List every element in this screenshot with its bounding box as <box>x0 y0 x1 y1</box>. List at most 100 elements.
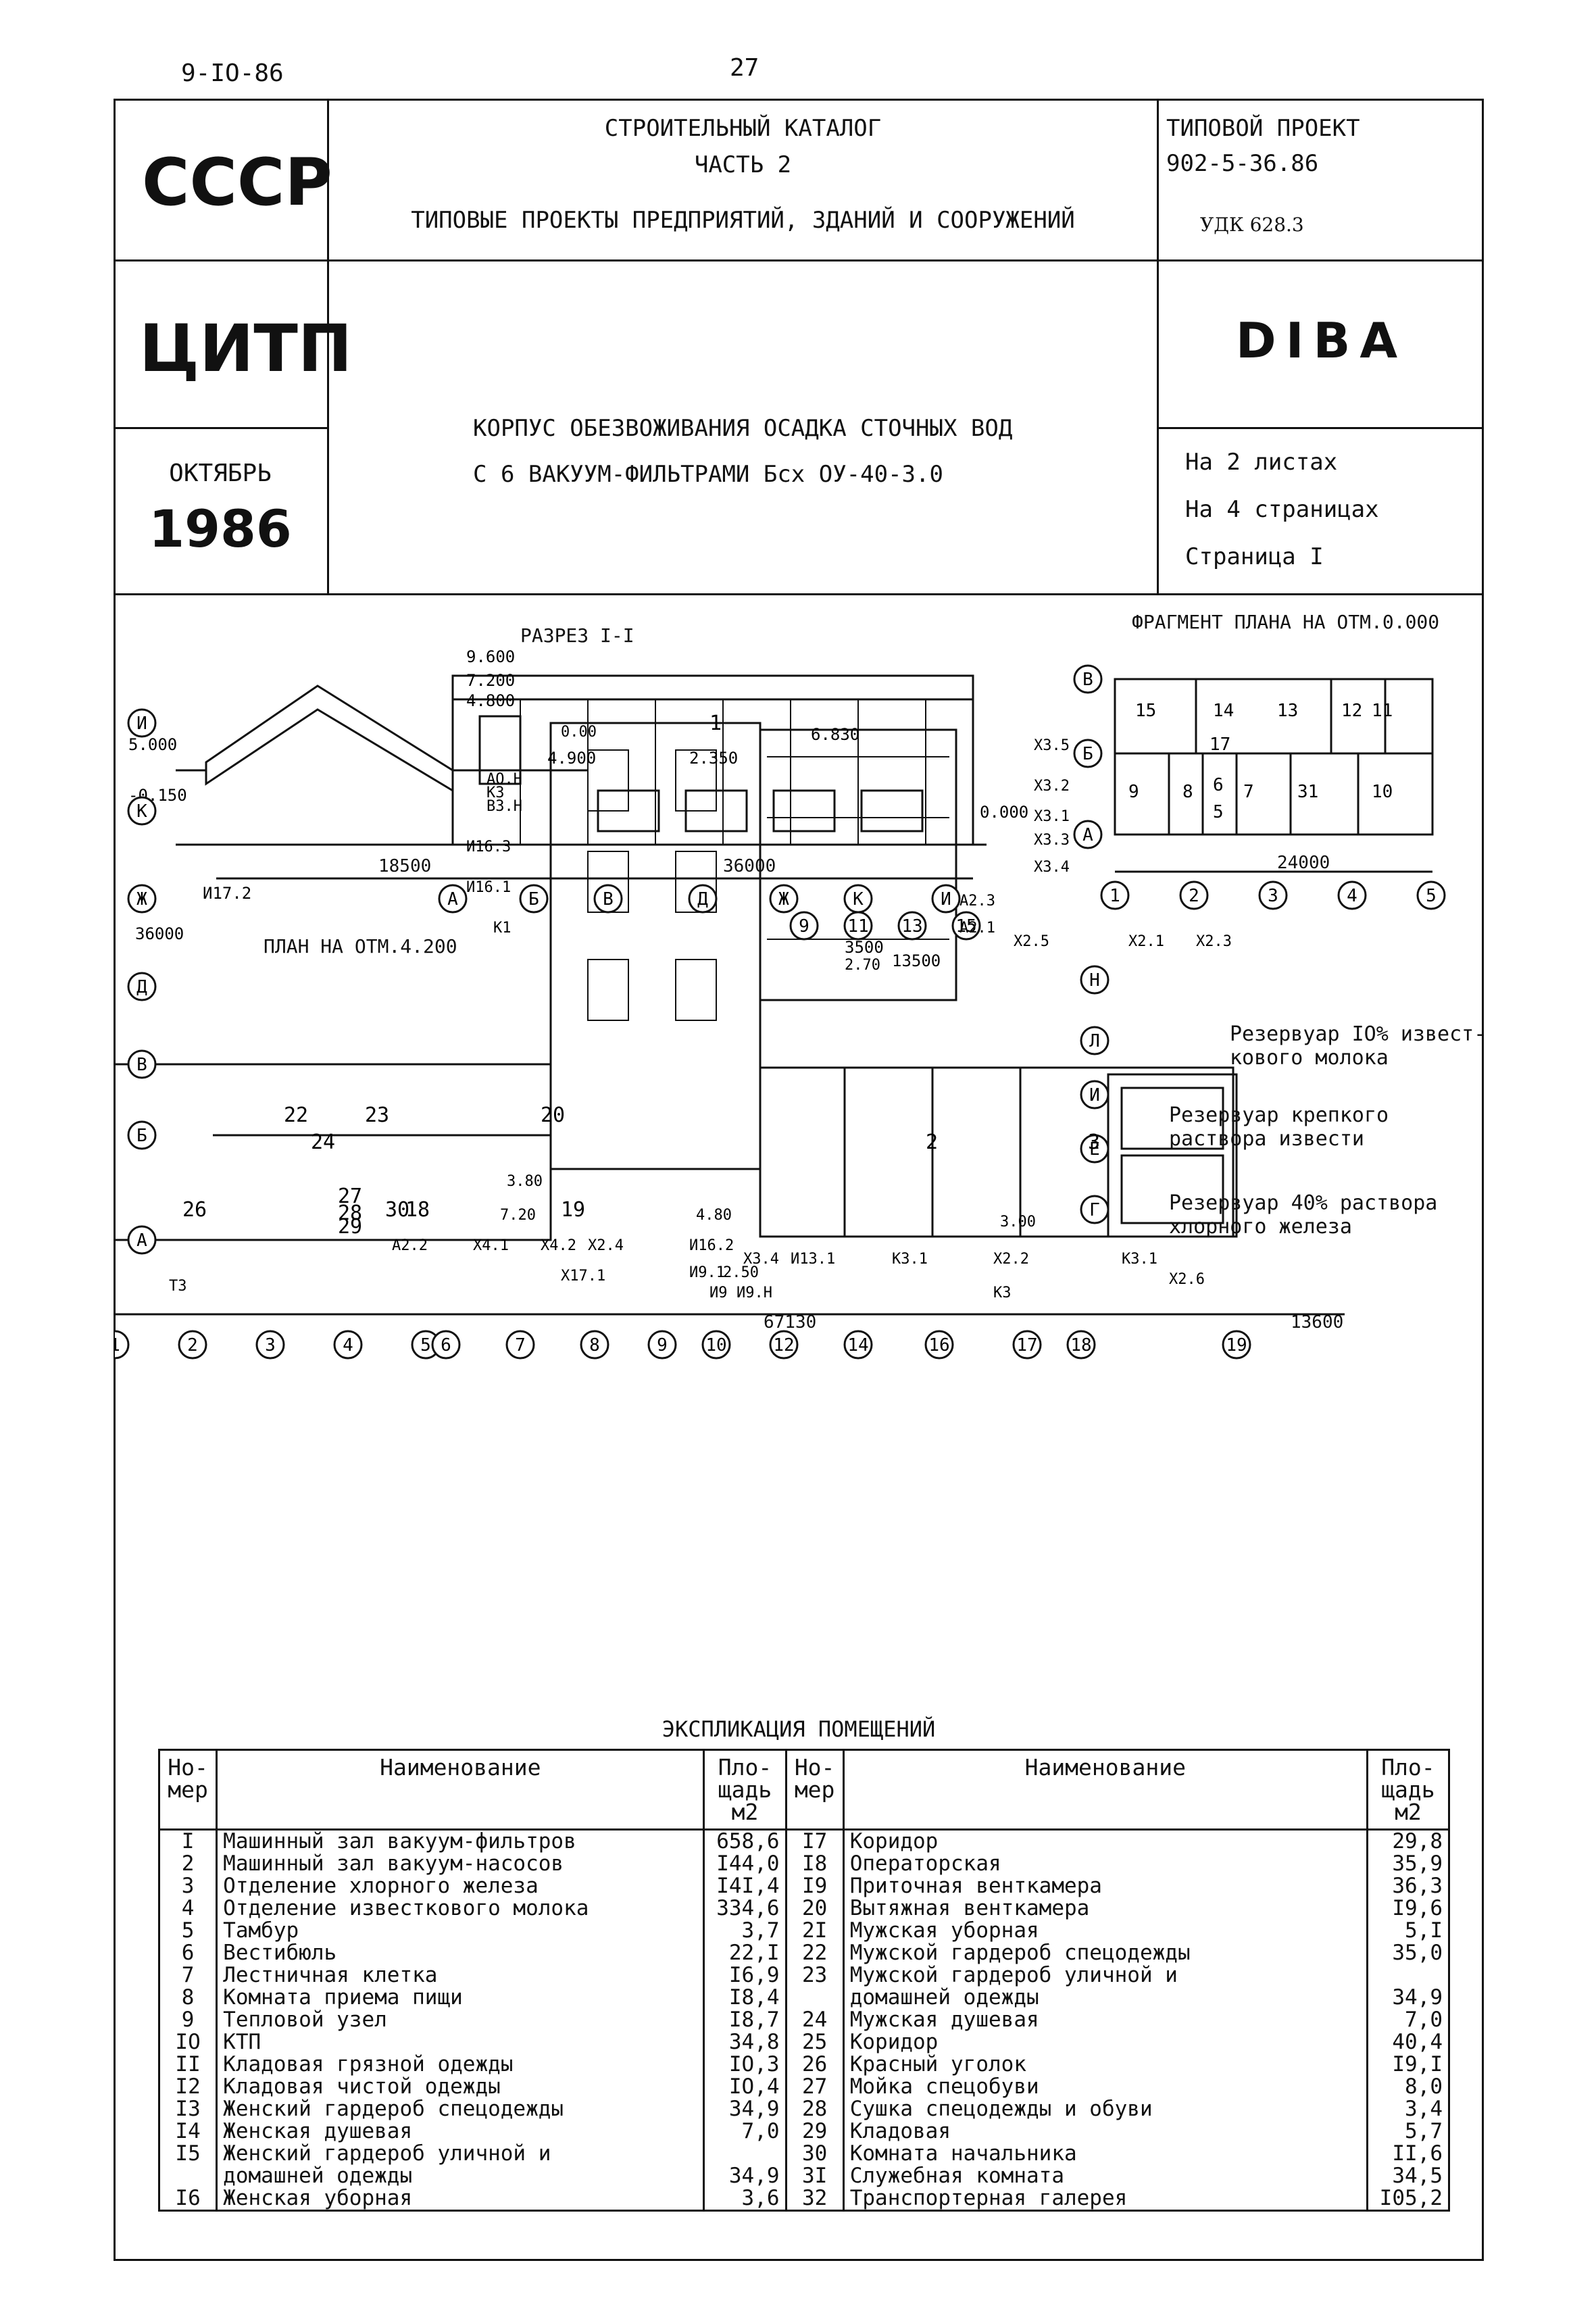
svg-text:1: 1 <box>1109 886 1120 906</box>
level-mark: 4.900 <box>547 749 596 768</box>
fragment-row-bubble: А <box>1073 820 1103 849</box>
svg-text:8: 8 <box>589 1335 600 1355</box>
svg-text:4: 4 <box>1347 886 1357 906</box>
svg-text:Е: Е <box>1089 1139 1100 1160</box>
plan-level-mark: 7.20 <box>500 1207 536 1224</box>
plan-room-number: 1 <box>709 712 722 735</box>
plan-room-number: 19 <box>561 1198 585 1222</box>
svg-text:Ж: Ж <box>778 889 789 910</box>
pipe-tag: И16.1 <box>466 879 511 896</box>
pipe-tag: Х4.2 <box>541 1237 576 1254</box>
plan-level-mark: 2.70 <box>845 957 880 974</box>
level-mark: 5.000 <box>128 735 177 754</box>
plan-top-col-bubble: 15 <box>951 911 981 941</box>
svg-text:1: 1 <box>115 1335 120 1355</box>
explication-table: Но- мер Наименование Пло- щадь м2 Но- ме… <box>157 1749 1451 2212</box>
plan-room-number: 2 <box>926 1130 938 1154</box>
plan-dim-3500: 3500 <box>845 938 884 957</box>
svg-text:Б: Б <box>528 889 539 910</box>
svg-text:Д: Д <box>697 889 708 910</box>
svg-text:И: И <box>941 889 951 910</box>
svg-text:В: В <box>603 889 614 910</box>
pipe-tag: Т3 <box>169 1278 187 1295</box>
plan-col-bubble: 9 <box>647 1330 677 1360</box>
pipe-tag: Х2.5 <box>1014 933 1049 950</box>
month-label: ОКТЯБРЬ <box>169 459 272 487</box>
project-label: ТИПОВОЙ ПРОЕКТ <box>1166 115 1360 142</box>
svg-text:10: 10 <box>705 1335 726 1355</box>
section-axis-bubble: В <box>593 884 623 914</box>
year-label: 1986 <box>149 499 292 559</box>
dim-36000: 36000 <box>723 856 776 876</box>
level-mark: 4.800 <box>466 691 515 710</box>
pipe-tag: Х2.3 <box>1196 933 1232 950</box>
section-tag: И17.2 <box>203 884 251 903</box>
pipe-tag: Х2.1 <box>1128 933 1164 950</box>
plan-col-bubble: 18 <box>1066 1330 1096 1360</box>
plan-room-number: 24 <box>311 1130 335 1154</box>
plan-room-number: 26 <box>182 1198 207 1222</box>
pipe-tag: К3.1 <box>1122 1251 1157 1268</box>
catalog-line3: ТИПОВЫЕ ПРОЕКТЫ ПРЕДПРИЯТИЙ, ЗДАНИЙ И СО… <box>411 207 1075 234</box>
dim-18500: 18500 <box>378 856 431 876</box>
svg-text:К: К <box>136 801 147 822</box>
fragment-dim: 24000 <box>1277 853 1330 873</box>
col-area-left: Пло- щадь м2 <box>703 1749 787 1831</box>
note-1: Резервуар IO% извест- <box>1230 1022 1482 1046</box>
explication-title: ЭКСПЛИКАЦИЯ ПОМЕЩЕНИЙ <box>662 1716 936 1742</box>
fragment-plan <box>1114 678 1434 873</box>
level-mark: 9.600 <box>466 647 515 666</box>
plan-row-bubble: Д <box>127 972 157 1001</box>
level-mark: 7.200 <box>466 671 515 690</box>
svg-text:5: 5 <box>1426 886 1437 906</box>
plan-row-bubble: Б <box>127 1120 157 1150</box>
pipe-tag: АО.Н <box>487 771 522 788</box>
svg-text:Д: Д <box>136 977 147 997</box>
fragment-room-number: 11 <box>1372 701 1393 721</box>
pipe-tag: Х3.3 <box>1034 832 1070 849</box>
plan-row-bubble: Ж <box>127 884 157 914</box>
fragment-title: ФРАГМЕНТ ПЛАНА НА ОТМ.0.000 <box>1132 611 1439 633</box>
plan-room-number: 23 <box>365 1103 389 1127</box>
plan-col-bubble: 16 <box>924 1330 954 1360</box>
plan-col-bubble: 19 <box>1222 1330 1251 1360</box>
svg-text:2: 2 <box>187 1335 198 1355</box>
udk-label: УДК 628.3 <box>1200 214 1304 236</box>
plan-room-number: 22 <box>284 1103 308 1127</box>
svg-text:А: А <box>447 889 458 910</box>
fragment-room-number: 14 <box>1213 701 1234 721</box>
drawing-svg: РАЗРЕЗ I-I ФРАГМЕНТ ПЛАНА НА ОТМ.0.000 П… <box>80 611 1486 1360</box>
fragment-col-bubble: 4 <box>1337 880 1367 910</box>
svg-text:2: 2 <box>1189 886 1199 906</box>
svg-text:17: 17 <box>1016 1335 1037 1355</box>
pipe-tag: Х3.5 <box>1034 737 1070 754</box>
plan-right-row-bubble: Л <box>1080 1026 1109 1055</box>
note-3: Резервуар 40% раствора <box>1169 1191 1437 1215</box>
pipe-tag: Х17.1 <box>561 1268 605 1285</box>
catalog-line2: ЧАСТЬ 2 <box>694 151 792 178</box>
pipe-tag: К3 <box>487 785 505 801</box>
sheets-count: На 2 листах <box>1185 449 1338 476</box>
plan-room-number: 20 <box>541 1103 565 1127</box>
section-axis-bubble: Ж <box>769 884 799 914</box>
svg-text:18: 18 <box>1070 1335 1091 1355</box>
svg-text:7: 7 <box>515 1335 526 1355</box>
plan-col-bubble: 4 <box>333 1330 363 1360</box>
pipe-tag: И9.1 <box>689 1264 725 1281</box>
fragment-room-number: 6 <box>1213 775 1224 795</box>
plan-room-number: 29 <box>338 1215 362 1239</box>
pipe-tag: И13.1 <box>791 1251 835 1268</box>
drawing-area: РАЗРЕЗ I-I ФРАГМЕНТ ПЛАНА НА ОТМ.0.000 П… <box>80 595 1486 1649</box>
svg-text:15: 15 <box>955 916 976 937</box>
